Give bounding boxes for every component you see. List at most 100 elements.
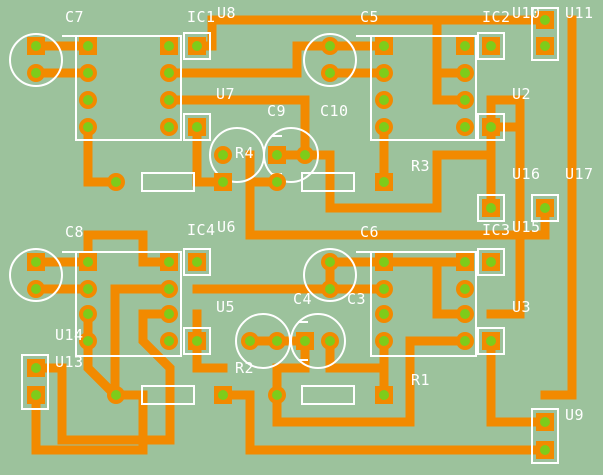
- label-u8: U8: [217, 4, 237, 22]
- pad-outline: [477, 32, 505, 60]
- pad-hole: [486, 336, 496, 346]
- label-ic1: IC1: [187, 8, 216, 26]
- pad-hole: [540, 417, 550, 427]
- label-c9: C9: [267, 102, 287, 120]
- pad-hole: [192, 41, 202, 51]
- pad-hole: [164, 68, 174, 78]
- pad-hole: [83, 122, 93, 132]
- pad-hole: [379, 95, 389, 105]
- pad-hole: [325, 41, 335, 51]
- pad-outline: [477, 248, 505, 276]
- trace: [164, 41, 335, 78]
- pad-hole: [31, 68, 41, 78]
- pad-hole: [486, 122, 496, 132]
- pad-hole: [379, 257, 389, 267]
- label-u14: U14: [55, 326, 84, 344]
- pad-hole: [31, 390, 41, 400]
- pad-hole: [83, 68, 93, 78]
- pad-outline: [477, 327, 505, 355]
- pad-hole: [111, 177, 121, 187]
- capacitor-outline: [290, 313, 346, 369]
- pad-hole: [111, 390, 121, 400]
- label-c6: C6: [360, 223, 380, 241]
- pad-hole: [460, 122, 470, 132]
- resistor-body: [141, 385, 195, 405]
- trace: [83, 122, 121, 187]
- trace: [486, 122, 525, 319]
- resistor-body: [301, 172, 355, 192]
- label-u17: U17: [565, 165, 594, 183]
- trace: [192, 15, 470, 105]
- label-u2: U2: [512, 85, 532, 103]
- label-r2: R2: [235, 359, 255, 377]
- pad-hole: [272, 336, 282, 346]
- pad-hole: [540, 445, 550, 455]
- connector-outline: [477, 194, 505, 222]
- pad-hole: [164, 122, 174, 132]
- ic-outline: [370, 251, 477, 357]
- label-ic4: IC4: [187, 221, 216, 239]
- trace: [540, 15, 577, 400]
- pad-hole: [300, 336, 310, 346]
- pad-hole: [31, 363, 41, 373]
- pad-hole: [164, 284, 174, 294]
- pad-hole: [272, 390, 282, 400]
- label-u3: U3: [512, 298, 532, 316]
- pad-hole: [83, 95, 93, 105]
- pad-hole: [31, 257, 41, 267]
- pad-hole: [325, 257, 335, 267]
- pad-outline: [183, 327, 211, 355]
- pad-hole: [486, 203, 496, 213]
- connector-outline: [531, 7, 559, 61]
- pad-hole: [379, 390, 389, 400]
- trace: [272, 336, 470, 427]
- pad-hole: [192, 257, 202, 267]
- trace: [192, 257, 335, 294]
- label-u5: U5: [216, 298, 236, 316]
- label-c10: C10: [320, 102, 349, 120]
- silkscreen: [9, 7, 559, 464]
- pad-hole: [379, 122, 389, 132]
- pad-hole: [272, 150, 282, 160]
- label-u10: U10: [512, 4, 541, 22]
- trace: [245, 336, 310, 400]
- pad-hole: [379, 336, 389, 346]
- label-c8: C8: [65, 223, 85, 241]
- capacitor-outline: [9, 248, 63, 302]
- pad-hole: [218, 177, 228, 187]
- pad-hole: [272, 177, 282, 187]
- pad-hole: [325, 284, 335, 294]
- pad-hole: [83, 41, 93, 51]
- pad-hole: [486, 257, 496, 267]
- label-c5: C5: [360, 8, 380, 26]
- pad-hole: [460, 284, 470, 294]
- capacitor-outline: [9, 33, 63, 87]
- pad-hole: [460, 336, 470, 346]
- pad-hole: [164, 41, 174, 51]
- pad-hole: [460, 41, 470, 51]
- pad-outline: [183, 248, 211, 276]
- ic-outline: [370, 35, 477, 141]
- ic-outline: [75, 251, 182, 357]
- ic-outline: [75, 35, 182, 141]
- trace: [325, 336, 389, 373]
- trace: [164, 95, 310, 160]
- connector-outline: [531, 408, 559, 464]
- label-u7: U7: [216, 85, 236, 103]
- pad-hole: [31, 41, 41, 51]
- pad-hole: [31, 284, 41, 294]
- pad-hole: [379, 309, 389, 319]
- pad-hole: [192, 122, 202, 132]
- pad-hole: [164, 95, 174, 105]
- label-u13: U13: [55, 353, 84, 371]
- label-c3: C3: [347, 290, 367, 308]
- pad-hole: [83, 309, 93, 319]
- resistor-body: [301, 385, 355, 405]
- label-u16: U16: [512, 165, 541, 183]
- trace: [379, 257, 470, 319]
- polarity-mark: [298, 321, 308, 361]
- pad-hole: [300, 150, 310, 160]
- pad-outline: [183, 32, 211, 60]
